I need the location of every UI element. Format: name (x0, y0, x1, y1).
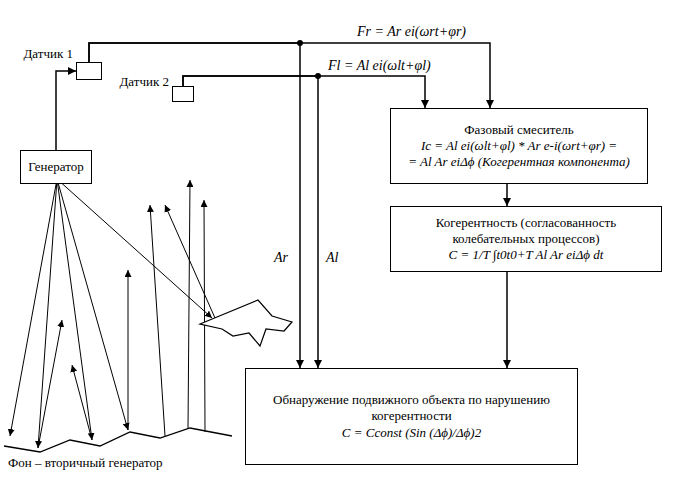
formula-text: = Al Ar eiΔϕ (Когерентная компонента) (408, 154, 630, 170)
coherence-box: Когерентность (согласованность колебател… (390, 206, 662, 272)
box-text: Генератор (28, 159, 83, 175)
formula-text: C = Cconst (Sin (Δϕ)/Δϕ)2 (342, 425, 481, 441)
generator-box: Генератор (20, 150, 92, 184)
box-text: Когерентность (согласованность колебател… (399, 215, 653, 248)
box-text: Фазовый смеситель (464, 122, 573, 138)
sensor-label: Датчик 1 (23, 46, 73, 62)
formula-text: Ic = Al ei(ωlt+φl) * Ar e-i(ωrt+φr) = (421, 138, 617, 154)
signal-label: Fl = Al ei(ωlt+φl) (326, 58, 433, 74)
signal-connector (506, 272, 508, 368)
aircraft (200, 300, 292, 346)
signal-connector (89, 43, 300, 368)
formula-text: C = 1/T ∫t0t0+T Al Ar eiΔϕ dt (449, 247, 604, 263)
background-label: Фон – вторичный генератор (6, 456, 165, 471)
sensor-label: Датчик 2 (119, 74, 169, 90)
sensor-box: Датчик 2 (172, 86, 194, 102)
mixer-box: Фазовый смесительIc = Al ei(ωlt+φl) * Ar… (390, 108, 648, 184)
signal-label: Al (324, 250, 340, 266)
sensor-box: Датчик 1 (76, 62, 102, 80)
signal-connector (56, 71, 76, 150)
signal-connector (506, 184, 508, 206)
signal-rays (10, 179, 215, 448)
ground-line (4, 428, 232, 452)
signal-connector (183, 76, 318, 368)
box-text: Обнаружение подвижного объекта по наруше… (254, 392, 569, 425)
signal-label: Ar (272, 250, 290, 266)
signal-connector (183, 76, 425, 108)
detection-box: Обнаружение подвижного объекта по наруше… (245, 368, 578, 465)
signal-label: Fr = Ar ei(ωrt+φr) (355, 24, 468, 40)
